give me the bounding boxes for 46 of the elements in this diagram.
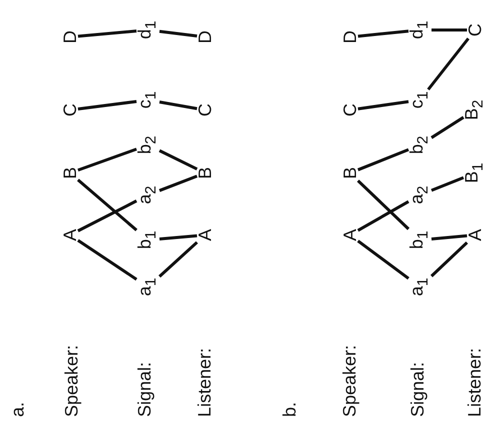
connector-line [158, 174, 198, 192]
node-letter: A [61, 228, 79, 242]
row-label: Listener: [194, 348, 216, 417]
connector-line [158, 241, 198, 278]
connector-line [427, 38, 470, 90]
node-letter: C [196, 102, 214, 118]
connector-line [432, 28, 467, 32]
connector-line [77, 178, 138, 232]
connector-line [358, 30, 409, 38]
node-letter: A [466, 228, 484, 242]
connector-line [77, 239, 138, 281]
node-letter: D [196, 30, 214, 44]
node-letter: C [466, 22, 484, 38]
node-letter: A [196, 228, 214, 242]
connector-line [159, 30, 198, 38]
connector-line [78, 148, 137, 172]
row-label: Signal: [134, 362, 156, 417]
panel-label: a. [8, 402, 28, 417]
node-letter: D [61, 30, 79, 44]
connector-line [356, 180, 410, 230]
row-label: Speaker: [340, 344, 360, 417]
connector-line [357, 148, 410, 172]
node-letter: C [61, 102, 79, 118]
connector-line [78, 30, 137, 38]
connector-line [159, 234, 198, 240]
node-letter: D [341, 30, 359, 44]
connector-line [430, 116, 464, 139]
node-letter: B [196, 166, 214, 180]
connector-line [357, 240, 410, 280]
connector-line [78, 100, 137, 110]
connector-line [430, 176, 464, 192]
node-letter: A [341, 228, 359, 242]
connector-line [77, 200, 138, 232]
connector-line [158, 149, 198, 170]
node-letter: B [341, 166, 359, 180]
row-label: Signal: [408, 362, 428, 417]
connector-line [357, 200, 410, 232]
connector-line [431, 234, 468, 240]
node-letter: B [61, 166, 79, 180]
node-letter: C [341, 102, 359, 118]
row-label: Speaker: [62, 344, 82, 417]
panel-label: b. [280, 402, 300, 417]
connector-line [358, 100, 409, 110]
row-label: Listener: [464, 348, 486, 417]
connector-line [159, 100, 198, 110]
connector-line [430, 241, 468, 278]
